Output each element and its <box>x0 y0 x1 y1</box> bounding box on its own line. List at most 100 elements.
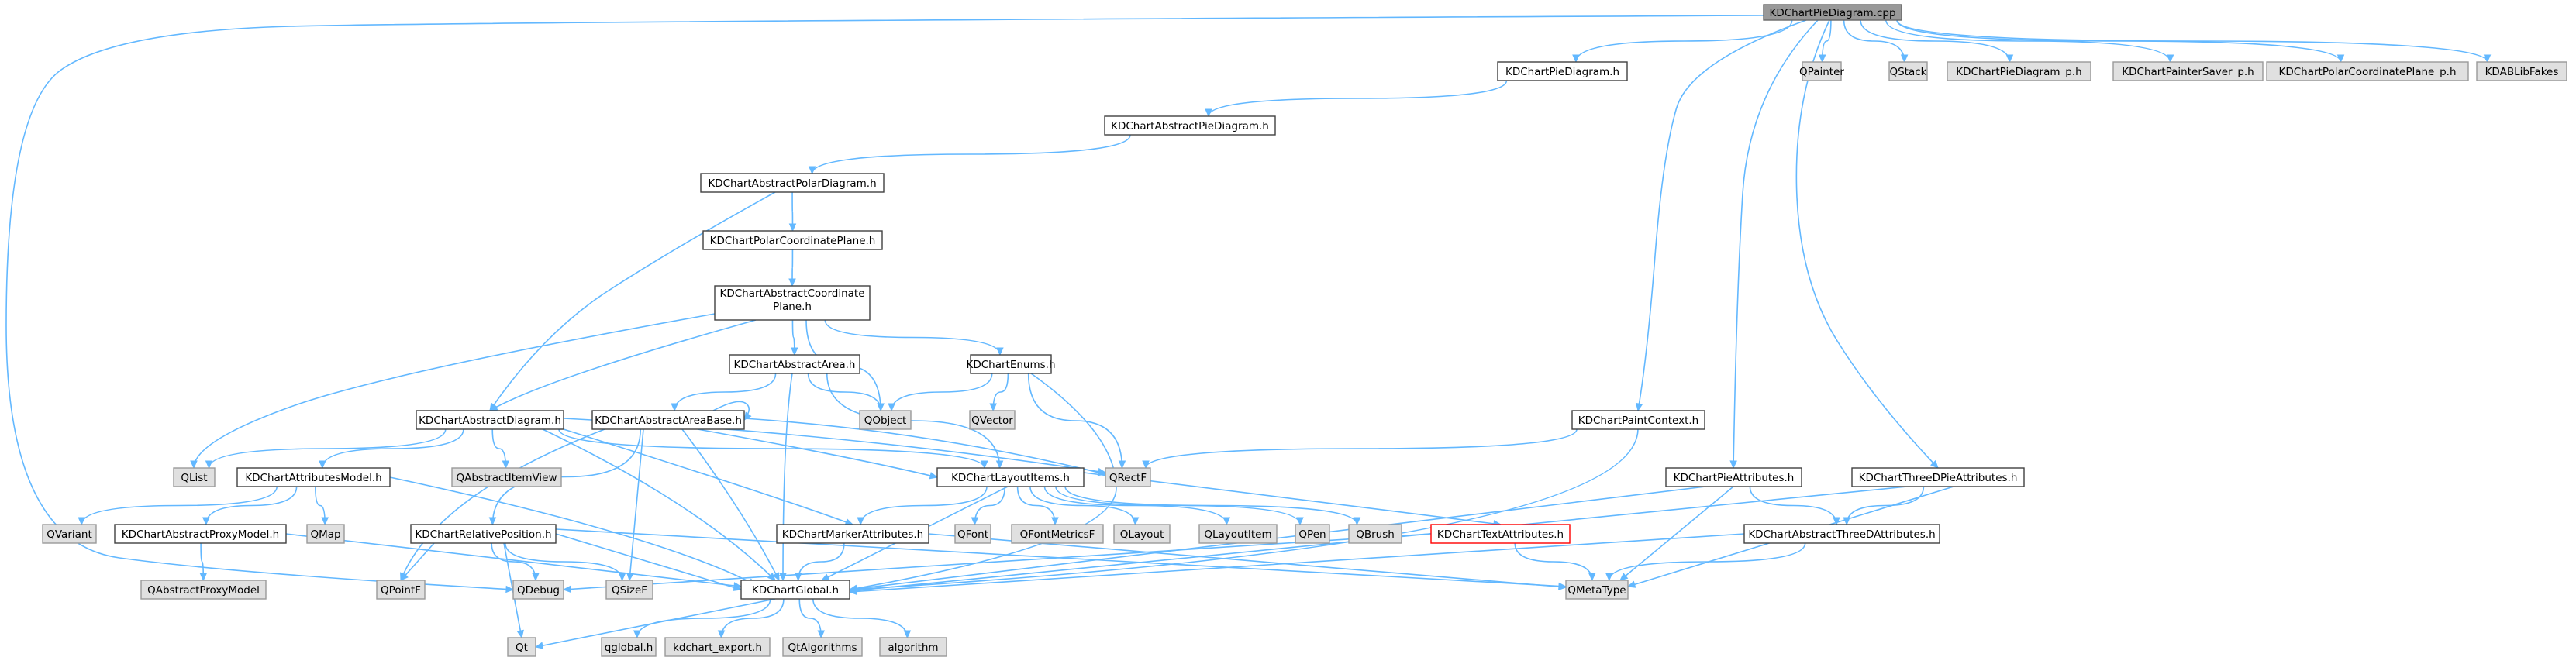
edge-line <box>860 486 988 525</box>
edge-line <box>1575 19 1793 63</box>
node-label: KDChartAbstractAreaBase.h <box>595 415 742 427</box>
node-kdchartrelativeposition-h[interactable]: KDChartRelativePosition.h <box>410 524 557 544</box>
edge-arrowhead <box>1558 583 1567 590</box>
edge-line <box>974 486 1006 525</box>
edge-arrowhead <box>1626 580 1636 588</box>
edge-n0-to-n7 <box>1896 19 2492 64</box>
node-kdchartabstractdiagram-h[interactable]: KDChartAbstractDiagram.h <box>416 410 564 430</box>
node-qvector: QVector <box>969 410 1016 430</box>
edge-arrowhead <box>817 630 826 639</box>
node-kdchartglobal-h[interactable]: KDChartGlobal.h <box>740 580 850 600</box>
edge-n43-to-n46 <box>633 598 771 639</box>
edge-arrowhead <box>505 585 515 593</box>
node-kdchartabstractpolardiagram-h[interactable]: KDChartAbstractPolarDiagram.h <box>700 173 885 193</box>
node-box <box>700 173 885 193</box>
edge-n23-to-n32 <box>1016 486 1059 526</box>
edge-n18-to-n40 <box>400 428 605 582</box>
edge-line <box>563 533 1432 590</box>
edge-n24-to-n44 <box>1619 486 1734 581</box>
node-kdchartlayoutitems-h[interactable]: KDChartLayoutItems.h <box>936 467 1085 487</box>
edge-line <box>491 542 536 581</box>
node-box <box>2112 61 2264 81</box>
dependency-nodes: KDChartPieDiagram.cppKDChartPieDiagram.h… <box>42 4 2567 657</box>
node-qabstractproxymodel: QAbstractProxyModel <box>140 580 267 600</box>
node-kdchartpolarcoordinateplane-h[interactable]: KDChartPolarCoordinatePlane.h <box>702 230 883 250</box>
edge-line <box>1637 19 1807 411</box>
edge-line <box>193 313 716 469</box>
edge-n43-to-n49 <box>812 598 912 639</box>
node-kdchartmarkerattributes-h[interactable]: KDChartMarkerAttributes.h <box>776 524 929 544</box>
edge-n0-to-n5 <box>1885 19 2174 64</box>
edge-line <box>1029 486 1136 525</box>
edge-line <box>1795 19 1939 469</box>
edge-line <box>200 542 205 581</box>
edge-arrowhead <box>1142 460 1150 470</box>
node-box <box>954 524 991 544</box>
node-box <box>1198 524 1278 544</box>
edge-arrowhead <box>199 573 208 582</box>
edge-arrowhead <box>562 585 571 593</box>
edge-line <box>891 373 993 411</box>
node-box <box>879 637 947 657</box>
node-kdchartpieattributes-h[interactable]: KDChartPieAttributes.h <box>1665 467 1802 487</box>
edge-n0-to-n24 <box>1729 19 1819 470</box>
edge-n17-to-n19 <box>205 428 447 470</box>
edge-n12-to-n43 <box>779 373 793 582</box>
node-kdchartabstractarea-h[interactable]: KDChartAbstractArea.h <box>729 354 860 374</box>
node-kdchartattributesmodel-h[interactable]: KDChartAttributesModel.h <box>236 467 391 487</box>
edge-n0-to-n1 <box>1572 19 1793 64</box>
edge-n43-to-n47 <box>717 598 785 639</box>
node-qglobal-h: qglobal.h <box>601 637 657 657</box>
edge-n12-to-n23 <box>826 373 1004 470</box>
edge-n43-to-n48 <box>798 598 826 639</box>
edge-n29-to-n41 <box>491 542 540 582</box>
node-label: QMetaType <box>1567 584 1626 597</box>
node-qtalgorithms: QtAlgorithms <box>782 637 863 657</box>
node-label: KDChartPolarCoordinatePlane.h <box>710 235 876 247</box>
edge-n29-to-n40 <box>400 542 435 581</box>
node-box <box>714 285 871 321</box>
node-kdchartabstractproxymodel-h[interactable]: KDChartAbstractProxyModel.h <box>114 524 287 544</box>
edge-line <box>1821 19 1832 63</box>
edge-n16-to-n22 <box>1142 428 1578 470</box>
edge-n24-to-n38 <box>1749 486 1840 526</box>
node-kdchartabstractthreedattributes-h[interactable]: KDChartAbstractThreeDAttributes.h <box>1743 524 1940 544</box>
edge-n23-to-n36 <box>1064 486 1361 526</box>
edge-arrowhead <box>996 347 1004 356</box>
node-label: QStack <box>1889 66 1926 78</box>
node-box <box>173 467 216 487</box>
node-kdchartpiediagram-h[interactable]: KDChartPieDiagram.h <box>1497 61 1628 81</box>
edge-line <box>811 134 1131 174</box>
node-box <box>1851 467 2025 487</box>
node-kdchartpaintcontext-h[interactable]: KDChartPaintContext.h <box>1571 410 1705 430</box>
edge-line <box>1208 80 1508 117</box>
node-label: QVariant <box>47 528 92 541</box>
node-kdchartthreedpieattributes-h[interactable]: KDChartThreeDPieAttributes.h <box>1851 467 2025 487</box>
node-label: QLayoutItem <box>1204 528 1271 541</box>
node-kdchartabstractpiediagram-h[interactable]: KDChartAbstractPieDiagram.h <box>1104 115 1276 136</box>
node-box <box>740 580 850 600</box>
edge-n12-to-n14 <box>807 373 885 412</box>
edge-n9-to-n10 <box>788 191 797 232</box>
node-qobject: QObject <box>859 410 912 430</box>
node-kdcharttextattributes-h[interactable]: KDChartTextAttributes.h <box>1430 524 1571 544</box>
edge-arrowhead <box>1572 54 1580 64</box>
edge-line <box>697 428 938 478</box>
edge-arrowhead <box>534 642 544 649</box>
edge-n18-to-n29 <box>488 428 642 526</box>
edge-line <box>1896 19 2488 63</box>
node-box <box>140 580 267 600</box>
node-label: KDChartEnums.h <box>966 359 1055 371</box>
edge-n10-to-n11 <box>788 249 796 287</box>
node-label: QAbstractProxyModel <box>147 584 260 597</box>
edge-n0-to-n25 <box>1795 19 1939 469</box>
node-kdchartabstractareabase-h[interactable]: KDChartAbstractAreaBase.h <box>591 410 745 430</box>
edge-line <box>5 15 1764 590</box>
edge-line <box>849 533 1745 593</box>
node-kdchartpiediagram-cpp[interactable]: KDChartPieDiagram.cpp <box>1763 4 1902 21</box>
node-label: KDChartThreeDPieAttributes.h <box>1859 472 2018 484</box>
node-kdchartenums-h[interactable]: KDChartEnums.h <box>966 354 1056 374</box>
edge-line <box>542 428 776 581</box>
edge-arrowhead <box>78 517 86 526</box>
